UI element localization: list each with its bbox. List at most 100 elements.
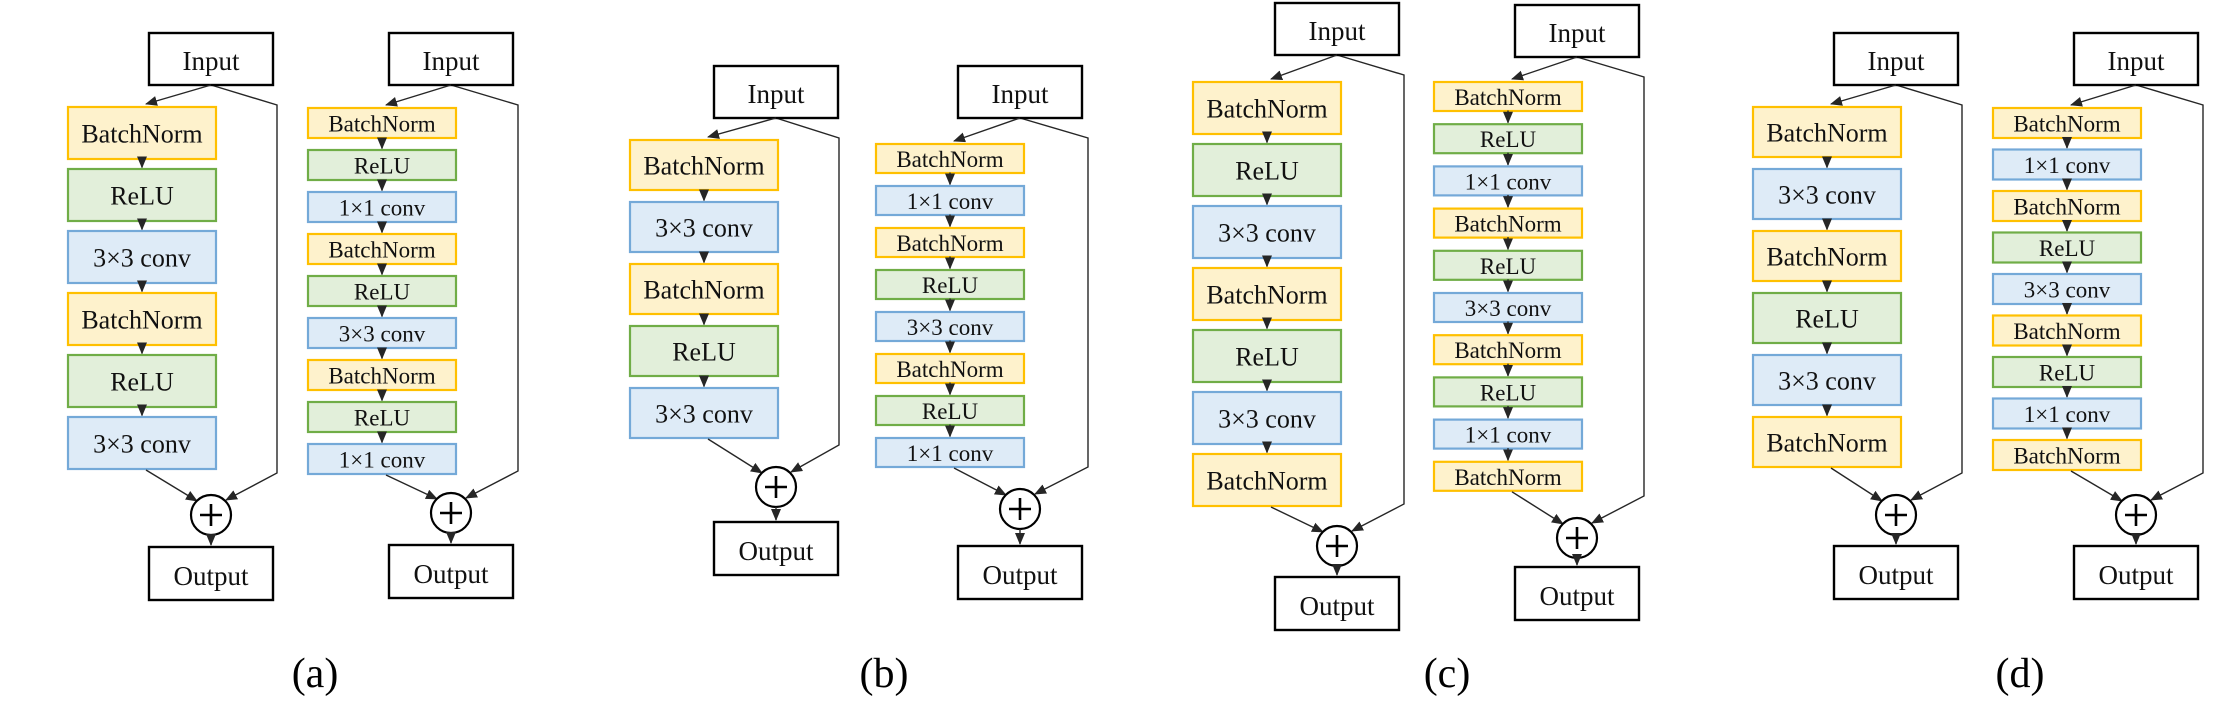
skip-connection-bottleneck-block	[2135, 84, 2204, 501]
block-batchnorm	[306, 106, 458, 140]
block-relu	[874, 394, 1026, 427]
block-batchnorm	[1751, 229, 1903, 283]
block-batchnorm	[1432, 460, 1584, 492]
block-conv	[66, 229, 218, 285]
block-label-conv: 1×1 conv	[1465, 169, 1552, 194]
block-label-batchnorm: BatchNorm	[643, 152, 764, 181]
block-label-batchnorm: BatchNorm	[328, 364, 435, 389]
block-batchnorm	[1191, 80, 1343, 136]
block-label-relu: ReLU	[1235, 157, 1299, 186]
block-batchnorm	[628, 262, 780, 316]
block-batchnorm	[1191, 452, 1343, 508]
block-label-batchnorm: BatchNorm	[896, 357, 1003, 382]
block-batchnorm	[874, 226, 1026, 259]
skip-connection-bottleneck-block	[450, 84, 519, 499]
block-label-batchnorm: BatchNorm	[1454, 85, 1561, 110]
block-label-conv: 3×3 conv	[93, 430, 191, 459]
input-label: Input	[1549, 18, 1606, 48]
arrow-block-to-sum-bottleneck-block	[2070, 470, 2123, 502]
panel-label-b: (b)	[859, 651, 909, 697]
block-label-conv: 3×3 conv	[1218, 405, 1316, 434]
block-relu	[1991, 355, 2143, 389]
input-label: Input	[1868, 46, 1925, 76]
block-conv	[874, 436, 1026, 469]
input-box	[956, 64, 1084, 120]
block-relu	[1191, 142, 1343, 198]
block-relu	[874, 268, 1026, 301]
arrow-block-to-sum-basic-block	[145, 469, 198, 502]
block-label-conv: 3×3 conv	[1465, 296, 1552, 321]
block-label-relu: ReLU	[1235, 343, 1299, 372]
block-label-relu: ReLU	[1480, 380, 1537, 405]
input-box	[2072, 31, 2200, 87]
arrow-input-to-block-basic-block	[1270, 54, 1338, 80]
arrow-input-to-block-bottleneck-block	[953, 117, 1021, 143]
block-label-relu: ReLU	[672, 338, 736, 367]
skip-connection-basic-block	[210, 84, 278, 501]
block-label-batchnorm: BatchNorm	[643, 276, 764, 305]
output-box	[712, 520, 840, 577]
block-batchnorm	[1432, 80, 1584, 113]
input-box	[1832, 31, 1960, 87]
block-relu	[1432, 376, 1584, 408]
block-label-relu: ReLU	[1480, 254, 1537, 279]
block-conv	[1991, 148, 2143, 181]
block-conv	[1432, 291, 1584, 324]
input-label: Input	[1309, 16, 1366, 46]
skip-connection-basic-block	[1336, 54, 1405, 532]
arrow-block-to-sum-basic-block	[707, 438, 763, 474]
block-label-batchnorm: BatchNorm	[1206, 95, 1327, 124]
block-label-batchnorm: BatchNorm	[2013, 444, 2120, 469]
input-box	[1273, 1, 1401, 57]
output-label: Output	[738, 536, 814, 566]
block-label-batchnorm: BatchNorm	[1766, 243, 1887, 272]
output-label: Output	[413, 559, 489, 589]
block-label-batchnorm: BatchNorm	[2013, 112, 2120, 137]
block-relu	[306, 274, 458, 308]
output-label: Output	[1539, 581, 1615, 611]
block-conv	[628, 386, 780, 440]
input-box	[1513, 3, 1641, 59]
block-label-batchnorm: BatchNorm	[2013, 319, 2120, 344]
block-label-batchnorm: BatchNorm	[1454, 212, 1561, 237]
block-label-conv: 3×3 conv	[1778, 181, 1876, 210]
block-batchnorm	[874, 352, 1026, 385]
block-label-conv: 1×1 conv	[907, 189, 994, 214]
block-label-batchnorm: BatchNorm	[81, 306, 202, 335]
arrow-block-to-sum-bottleneck-block	[953, 467, 1007, 496]
skip-connection-basic-block	[775, 117, 840, 473]
block-label-relu: ReLU	[354, 406, 411, 431]
skip-connection-bottleneck-block	[1019, 117, 1089, 495]
block-label-relu: ReLU	[110, 182, 174, 211]
block-label-conv: 1×1 conv	[2024, 402, 2111, 427]
block-label-relu: ReLU	[2039, 236, 2096, 261]
block-label-batchnorm: BatchNorm	[1206, 467, 1327, 496]
arrow-input-to-block-bottleneck-block	[2070, 84, 2137, 107]
block-relu	[66, 353, 218, 409]
block-batchnorm	[1991, 438, 2143, 472]
block-label-conv: 3×3 conv	[1778, 367, 1876, 396]
block-label-relu: ReLU	[354, 154, 411, 179]
arrow-input-to-block-bottleneck-block	[1511, 56, 1578, 81]
output-label: Output	[173, 561, 249, 591]
block-label-batchnorm: BatchNorm	[1454, 338, 1561, 363]
block-label-batchnorm: BatchNorm	[896, 147, 1003, 172]
block-label-batchnorm: BatchNorm	[328, 238, 435, 263]
block-relu	[1191, 328, 1343, 384]
input-box	[147, 31, 275, 87]
block-label-batchnorm: BatchNorm	[1206, 281, 1327, 310]
output-box	[956, 544, 1084, 601]
block-label-batchnorm: BatchNorm	[81, 120, 202, 149]
block-label-conv: 1×1 conv	[1465, 423, 1552, 448]
block-batchnorm	[66, 105, 218, 161]
input-box	[712, 64, 840, 120]
output-box	[1513, 565, 1641, 622]
block-relu	[1751, 291, 1903, 345]
block-label-conv: 3×3 conv	[1218, 219, 1316, 248]
block-relu	[1991, 231, 2143, 264]
block-batchnorm	[1432, 207, 1584, 239]
panel-label-d: (d)	[1995, 651, 2045, 697]
block-label-conv: 1×1 conv	[907, 441, 994, 466]
